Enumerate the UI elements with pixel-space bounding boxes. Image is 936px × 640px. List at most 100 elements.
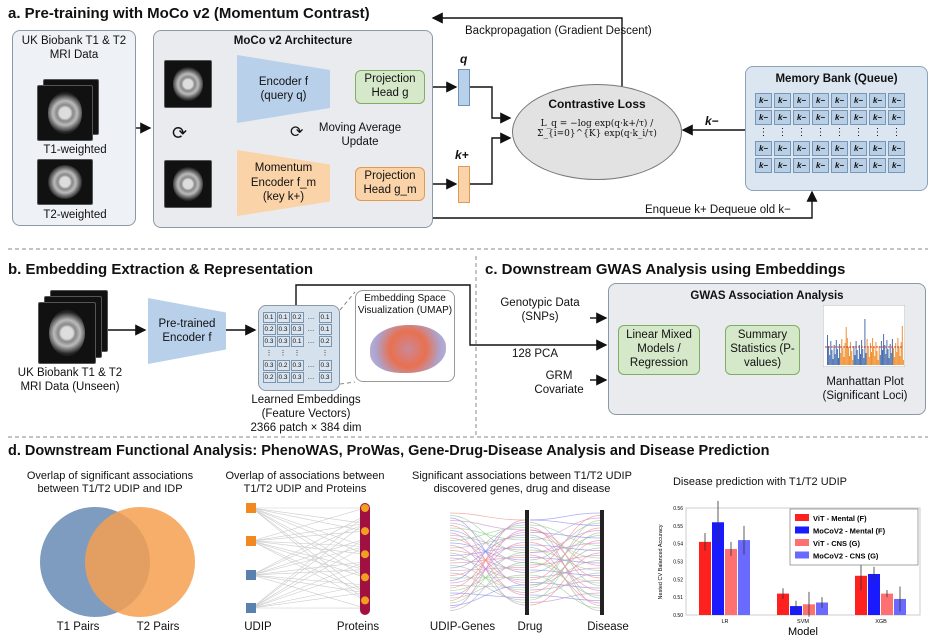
queue-key: k− xyxy=(850,92,867,108)
manhattan-bar xyxy=(866,339,868,365)
kplus-vector xyxy=(458,166,470,203)
manhattan-bar xyxy=(836,349,838,365)
queue-key: k− xyxy=(888,157,905,173)
manhattan-bar xyxy=(833,345,835,365)
manhattan-bar xyxy=(896,352,898,365)
protein-node xyxy=(361,596,369,605)
queue-key: k− xyxy=(812,92,829,108)
x-tick-label: LR xyxy=(721,619,728,625)
queue-ellipsis: ⋮ xyxy=(834,126,845,138)
legend-swatch xyxy=(795,526,809,534)
queue-ellipsis: ⋮ xyxy=(815,126,826,138)
embedding-cell: 0.3 xyxy=(318,359,332,371)
manhattan-bar xyxy=(867,348,869,365)
y-axis-label: Nested CV Balanced Accuracy xyxy=(658,524,664,599)
manhattan-bar xyxy=(831,350,833,365)
x-tick-label: XGB xyxy=(875,619,887,625)
manhattan-bar xyxy=(851,351,853,365)
queue-key: k− xyxy=(755,109,772,125)
manhattan-bar xyxy=(872,338,874,365)
queue-key: k− xyxy=(793,157,810,173)
manhattan-bar xyxy=(886,340,888,365)
y-tick-label: 0.54 xyxy=(673,542,683,548)
udip-node xyxy=(246,570,256,580)
manhattan-bar xyxy=(862,349,864,365)
manhattan-bar xyxy=(865,353,867,365)
queue-key: k− xyxy=(831,157,848,173)
summary-box: Summary Statistics (P-values) xyxy=(725,325,800,375)
manhattan-bar xyxy=(893,348,894,365)
queue-key: k− xyxy=(755,92,772,108)
queue-key: k− xyxy=(869,92,886,108)
bar xyxy=(699,541,711,615)
manhattan-bar xyxy=(846,338,848,365)
manhattan-bar xyxy=(890,353,892,365)
queue-key: k− xyxy=(869,157,886,173)
embedding-cell: 0.3 xyxy=(290,323,304,335)
encoder-sub: (query q) xyxy=(260,90,307,102)
kminus-label: k− xyxy=(705,114,719,128)
encoder-label: Encoder f xyxy=(258,75,309,88)
manhattan-bar xyxy=(856,350,858,365)
gdd-col-disease: Disease xyxy=(587,621,629,633)
protein-node xyxy=(361,504,369,512)
manhattan-bar xyxy=(847,347,849,365)
manhattan-bar xyxy=(857,359,859,365)
queue-key: k− xyxy=(850,157,867,173)
lmm-box: Linear Mixed Models / Regression xyxy=(618,325,700,375)
manhattan-bar xyxy=(860,354,861,365)
bar xyxy=(868,573,880,615)
embedding-cell: 0.2 xyxy=(290,311,304,323)
manhattan-bar xyxy=(827,335,828,365)
gwas-title: GWAS Association Analysis xyxy=(690,290,844,302)
manhattan-bar xyxy=(838,358,839,365)
embedding-cell: 0.1 xyxy=(318,323,332,335)
momentum-encoder-label: Momentum Encoder f_m xyxy=(250,162,317,189)
embedding-cell: 0.3 xyxy=(290,359,304,371)
manhattan-bar xyxy=(873,347,875,365)
manhattan-bar xyxy=(876,351,878,365)
bar xyxy=(881,593,893,615)
data-title: UK Biobank T1 & T2 MRI Data xyxy=(21,35,127,61)
queue-key: k− xyxy=(755,140,772,156)
memory-title: Memory Bank (Queue) xyxy=(775,73,898,85)
manhattan-bar xyxy=(868,357,870,365)
legend-swatch xyxy=(795,539,809,546)
queue-key: k− xyxy=(793,109,810,125)
embedding-cell: 0.2 xyxy=(276,359,290,371)
protein-node xyxy=(361,573,369,582)
manhattan-bar xyxy=(863,358,865,365)
venn-right-label: T2 Pairs xyxy=(136,621,180,633)
grm-label: GRM Covariate xyxy=(534,370,584,396)
y-tick-label: 0.55 xyxy=(673,524,683,530)
key-mri-image xyxy=(164,160,212,208)
embedding-cell: 0.2 xyxy=(262,323,276,335)
kplus-label: k+ xyxy=(455,148,469,162)
x-tick-label: SVM xyxy=(797,619,809,625)
bar xyxy=(725,549,737,615)
sankey-diagram xyxy=(449,510,604,615)
queue-ellipsis: ⋮ xyxy=(853,126,864,138)
embedding-cell: 0.1 xyxy=(290,335,304,347)
query-mri-image xyxy=(164,60,212,108)
manhattan-bar xyxy=(895,343,897,365)
manhattan-plot xyxy=(823,305,905,367)
udip-label: UDIP xyxy=(244,621,272,633)
legend-swatch xyxy=(795,514,809,521)
embedding-cell: 0.3 xyxy=(262,335,276,347)
manhattan-bar xyxy=(844,343,846,365)
q-vector xyxy=(458,69,470,106)
embedding-cell: … xyxy=(307,373,315,381)
embedding-cell: 0.3 xyxy=(290,371,304,383)
queue-ellipsis: ⋮ xyxy=(777,126,788,138)
embedding-label-3: 2366 patch × 384 dim xyxy=(250,421,362,434)
embedding-cell: 0.3 xyxy=(276,335,290,347)
projection-head-g: Projection Head g xyxy=(355,70,425,104)
queue-key: k− xyxy=(812,157,829,173)
manhattan-bar xyxy=(834,354,836,365)
manhattan-bar xyxy=(894,357,896,365)
embedding-cell: ⋮ xyxy=(279,349,287,357)
manhattan-bar xyxy=(853,346,855,365)
